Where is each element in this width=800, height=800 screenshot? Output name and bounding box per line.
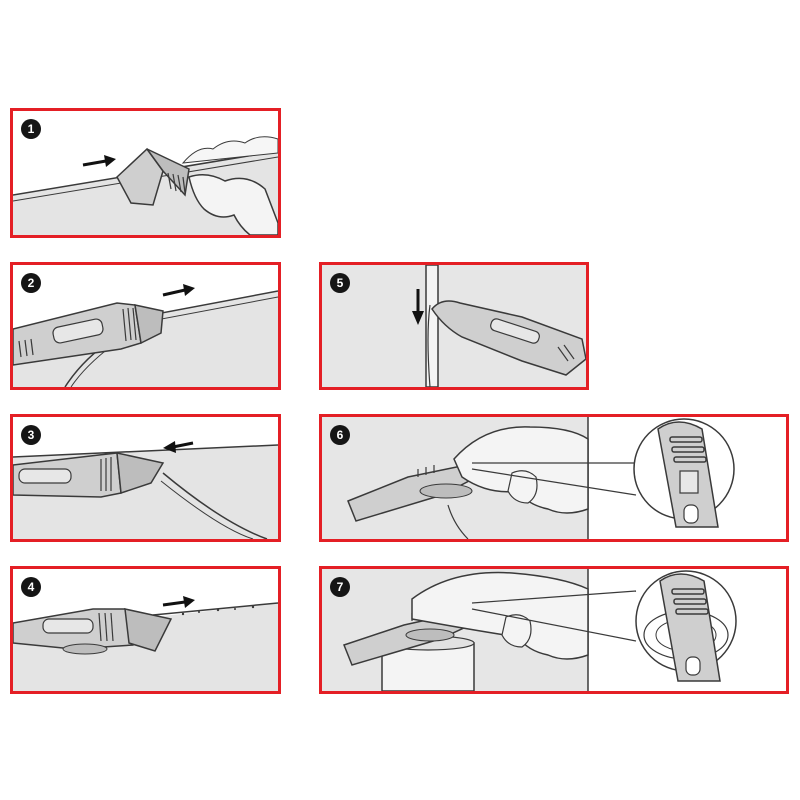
caulk-tool-icon: [431, 300, 586, 376]
step-panel-1: 1: [10, 108, 281, 238]
step-3-illustration: [13, 417, 278, 539]
hand-icon: [411, 571, 589, 660]
step-number-2: 2: [21, 273, 41, 293]
step-panel-3: 3: [10, 414, 281, 542]
step-panel-4: 4: [10, 566, 281, 694]
step-panel-2: 2: [10, 262, 281, 390]
step-7-illustration: [322, 569, 786, 691]
arrow-icon: [412, 289, 424, 325]
step-number-7: 7: [330, 577, 350, 597]
zoom-detail-icon: [633, 418, 735, 528]
step-4-illustration: [13, 569, 278, 691]
hand-icon: [188, 174, 278, 235]
step-panel-6: 6: [319, 414, 789, 542]
caulk-tool-icon: [13, 608, 173, 655]
step-1-illustration: [13, 111, 278, 235]
step-number-1: 1: [21, 119, 41, 139]
arrow-icon: [82, 155, 116, 167]
arrow-icon: [162, 596, 195, 608]
caulk-tool-icon: [116, 147, 190, 206]
step-panel-5: 5: [319, 262, 589, 390]
step-panel-7: 7: [319, 566, 789, 694]
step-5-illustration: [322, 265, 586, 387]
step-number-3: 3: [21, 425, 41, 445]
step-number-4: 4: [21, 577, 41, 597]
step-2-illustration: [13, 265, 278, 387]
arrow-icon: [162, 284, 195, 297]
arrow-icon: [163, 441, 194, 453]
step-number-6: 6: [330, 425, 350, 445]
step-number-5: 5: [330, 273, 350, 293]
zoom-detail-icon: [635, 570, 737, 682]
step-6-illustration: [322, 417, 786, 539]
caulk-tool-icon: [13, 452, 165, 498]
caulk-tool-icon: [13, 302, 164, 366]
